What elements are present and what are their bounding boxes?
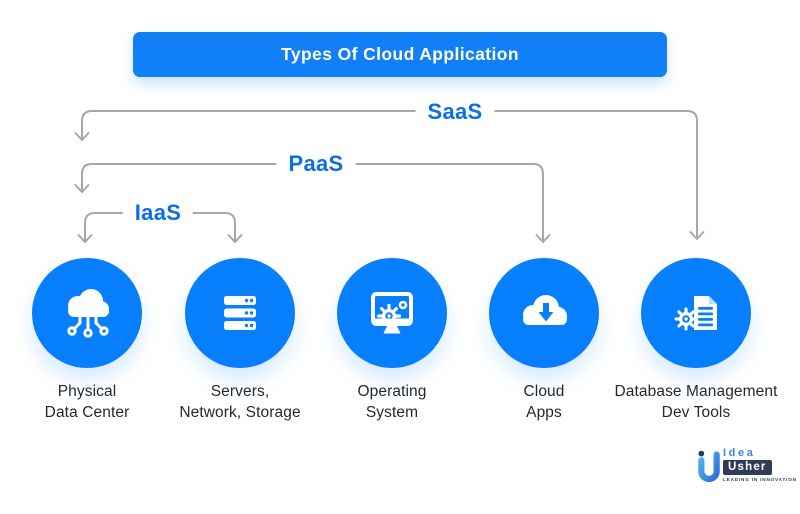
arrow-down-icon: [77, 234, 93, 243]
node-label: Physical Data Center: [44, 383, 130, 421]
node-label: Servers, Network, Storage: [179, 383, 301, 421]
node-label: Operating System: [357, 383, 427, 421]
node-circle: [185, 258, 295, 368]
layer-label-saas: SaaS: [415, 99, 495, 125]
node-label: Database Management Dev Tools: [614, 383, 778, 421]
layer-label-paas: PaaS: [276, 151, 356, 177]
layer-label-iaas: IaaS: [122, 200, 194, 226]
node-circle: [641, 258, 751, 368]
logo-idea-text: Idea: [723, 447, 756, 459]
node-circle: [32, 258, 142, 368]
cloud-network-icon: [67, 289, 109, 338]
node-circle: [337, 258, 447, 368]
idea-usher-logo: Idea Usher LEADING IN INNOVATION: [697, 447, 797, 485]
saas-bracket-line: [81, 110, 698, 239]
arrow-down-icon: [535, 234, 551, 243]
arrow-down-icon: [74, 132, 90, 141]
logo-wordmark: Idea Usher LEADING IN INNOVATION: [723, 447, 797, 482]
logo-usher-text: Usher: [723, 460, 772, 475]
node-database-management-dev-tools: Database Management Dev Tools: [596, 258, 796, 423]
title-banner: Types Of Cloud Application: [133, 32, 667, 77]
monitor-gear-icon: [371, 292, 413, 334]
node-operating-system: Operating System: [292, 258, 492, 423]
server-stack-icon: [224, 296, 256, 330]
page-title: Types Of Cloud Application: [281, 44, 519, 64]
arrow-down-icon: [689, 231, 705, 240]
node-servers-network-storage: Servers, Network, Storage: [140, 258, 340, 423]
logo-u-mark-icon: [698, 450, 720, 483]
gear-document-icon: [674, 296, 717, 331]
logo-tagline: LEADING IN INNOVATION: [723, 477, 797, 482]
node-label: Cloud Apps: [523, 383, 565, 421]
arrow-down-icon: [227, 234, 243, 243]
arrow-down-icon: [74, 184, 90, 193]
node-cloud-apps: Cloud Apps: [444, 258, 644, 423]
node-physical-data-center: Physical Data Center: [0, 258, 187, 423]
cloud-download-icon: [523, 295, 567, 325]
node-circle: [489, 258, 599, 368]
